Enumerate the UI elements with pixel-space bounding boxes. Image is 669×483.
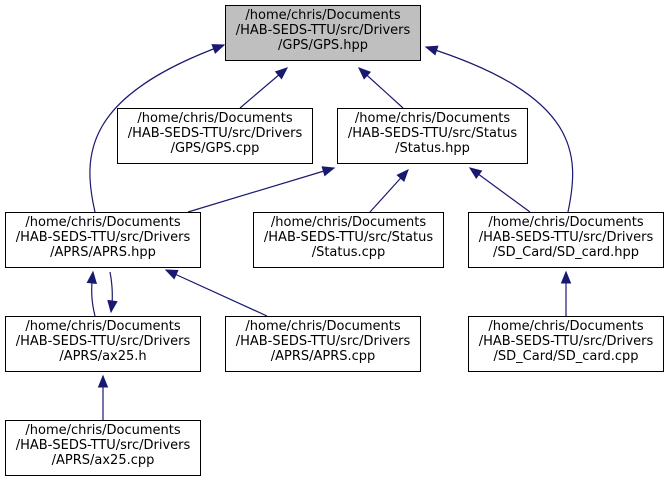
- arrowhead-sd_card_hpp-to-status_hpp: [468, 167, 483, 180]
- node-line: /home/chris/Documents: [270, 215, 427, 230]
- node-gps-hpp[interactable]: /home/chris/Documents /HAB-SEDS-TTU/src/…: [225, 5, 421, 61]
- edge-aprs_hpp-to-status_hpp: [187, 167, 335, 213]
- node-line: /HAB-SEDS-TTU/src/Drivers: [235, 23, 411, 38]
- arrowhead-aprs_cpp-to-aprs_hpp: [164, 269, 179, 280]
- node-line: /home/chris/Documents: [25, 215, 181, 230]
- node-aprs-hpp[interactable]: /home/chris/Documents /HAB-SEDS-TTU/src/…: [5, 212, 201, 268]
- node-line: /Status.hpp: [395, 141, 470, 156]
- node-line: /APRS/ax25.cpp: [51, 453, 155, 468]
- node-line: /HAB-SEDS-TTU/src/Drivers: [235, 334, 411, 349]
- node-line: /GPS/GPS.hpp: [278, 38, 368, 53]
- arrowhead-ax25_cpp-to-ax25_h: [97, 374, 109, 388]
- node-ax25-h[interactable]: /home/chris/Documents /HAB-SEDS-TTU/src/…: [5, 316, 201, 372]
- node-line: /home/chris/Documents: [137, 111, 293, 126]
- arrowhead-ax25_h-to-aprs_hpp: [86, 270, 98, 284]
- node-ax25-cpp[interactable]: /home/chris/Documents /HAB-SEDS-TTU/src/…: [5, 420, 201, 476]
- node-line: /home/chris/Documents: [25, 319, 181, 334]
- node-line: /HAB-SEDS-TTU/src/Status: [347, 126, 518, 141]
- node-status-hpp[interactable]: /home/chris/Documents /HAB-SEDS-TTU/src/…: [337, 108, 528, 164]
- node-line: /HAB-SEDS-TTU/src/Drivers: [15, 334, 191, 349]
- edge-sd_card_hpp-to-status_hpp: [469, 167, 531, 213]
- node-line: /home/chris/Documents: [488, 215, 644, 230]
- node-line: /home/chris/Documents: [245, 319, 401, 334]
- arrowhead-aprs_hpp-to-status_hpp: [321, 166, 336, 177]
- arrowhead-aprs_hpp-to-gps_hpp: [211, 44, 226, 54]
- node-sd-card-hpp[interactable]: /home/chris/Documents /HAB-SEDS-TTU/src/…: [468, 212, 664, 268]
- node-line: /HAB-SEDS-TTU/src/Drivers: [478, 334, 654, 349]
- node-line: /APRS/ax25.h: [59, 349, 147, 364]
- node-line: /SD_Card/SD_card.hpp: [492, 245, 640, 260]
- arrowhead-sd_card_cpp-to-sd_card_hpp: [560, 270, 572, 284]
- node-line: /SD_Card/SD_card.cpp: [493, 349, 639, 364]
- node-line: /home/chris/Documents: [245, 8, 401, 23]
- node-line: /APRS/APRS.hpp: [50, 245, 156, 260]
- node-aprs-cpp[interactable]: /home/chris/Documents /HAB-SEDS-TTU/src/…: [225, 316, 421, 372]
- arrowhead-status_cpp-to-status_hpp: [396, 169, 409, 183]
- node-sd-card-cpp[interactable]: /home/chris/Documents /HAB-SEDS-TTU/src/…: [468, 316, 664, 372]
- node-line: /HAB-SEDS-TTU/src/Drivers: [15, 438, 191, 453]
- edge-aprs_cpp-to-aprs_hpp: [165, 269, 268, 317]
- node-gps-cpp[interactable]: /home/chris/Documents /HAB-SEDS-TTU/src/…: [117, 108, 313, 164]
- node-line: /HAB-SEDS-TTU/src/Drivers: [15, 230, 191, 245]
- arrowhead-status_hpp-to-gps_hpp: [358, 67, 372, 80]
- node-line: /APRS/APRS.cpp: [270, 349, 376, 364]
- edge-aprs_hpp-to-gps_hpp: [89, 44, 225, 213]
- node-line: /Status.cpp: [311, 245, 386, 260]
- arrowhead-gps_cpp-to-gps_hpp: [274, 67, 289, 80]
- node-status-cpp[interactable]: /home/chris/Documents /HAB-SEDS-TTU/src/…: [253, 212, 444, 268]
- node-line: /HAB-SEDS-TTU/src/Drivers: [127, 126, 303, 141]
- edge-sd_card_hpp-to-gps_hpp: [425, 46, 574, 213]
- node-line: /home/chris/Documents: [25, 423, 181, 438]
- node-line: /HAB-SEDS-TTU/src/Status: [263, 230, 434, 245]
- arrowhead-sd_card_hpp-to-gps_hpp: [424, 45, 439, 56]
- node-line: /HAB-SEDS-TTU/src/Drivers: [478, 230, 654, 245]
- arrowhead-aprs_hpp-to-ax25_h: [107, 299, 118, 314]
- node-line: /home/chris/Documents: [488, 319, 644, 334]
- node-line: /GPS/GPS.cpp: [170, 141, 260, 156]
- node-line: /home/chris/Documents: [354, 111, 511, 126]
